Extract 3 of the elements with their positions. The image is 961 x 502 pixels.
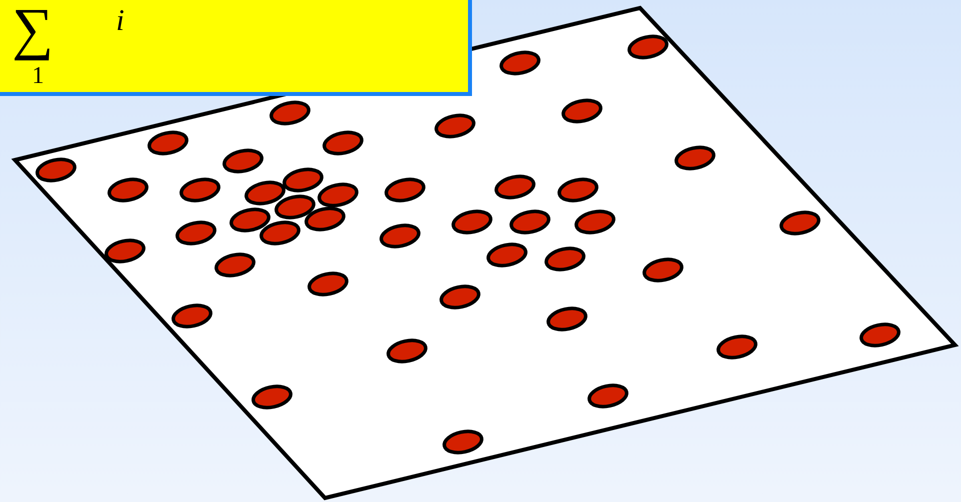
summation-sign: ∑ (12, 0, 54, 58)
lower-limit: 1 (32, 64, 44, 88)
subscript-index: i (116, 6, 124, 36)
